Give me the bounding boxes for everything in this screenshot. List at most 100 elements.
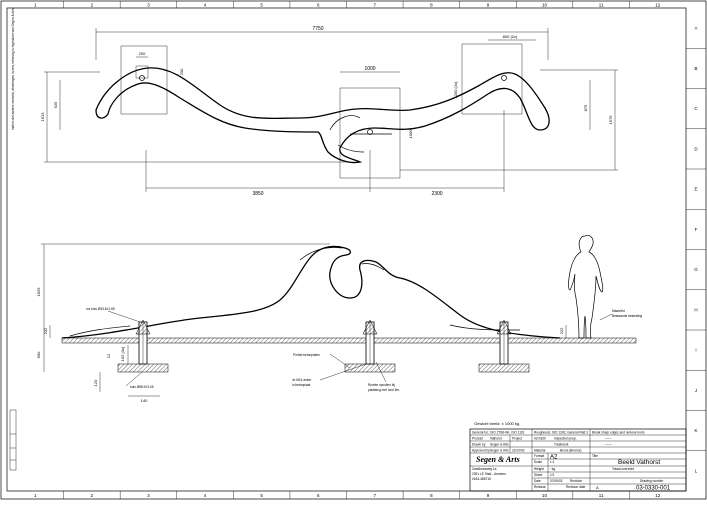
- detail-curve-2: [337, 144, 365, 153]
- left-footing-box: [120, 45, 168, 115]
- label-fill-1: Ruimte opvullen bij: [368, 383, 395, 387]
- row-label: I: [695, 348, 696, 353]
- footing-center: [344, 319, 396, 373]
- tb-treatment-key: Treatment: [554, 443, 569, 447]
- column-label-top: 4: [204, 3, 207, 8]
- column-label-top: 2: [91, 3, 94, 8]
- row-label: B: [694, 66, 697, 71]
- column-label-bottom: 7: [374, 493, 377, 498]
- column-label-top: 1: [34, 3, 37, 8]
- tb-revision-key: Revision: [570, 479, 582, 483]
- tb-company-logo: Segen & Arts: [476, 455, 520, 464]
- tb-address-3: 0184-488716: [472, 477, 491, 481]
- column-label-bottom: 6: [317, 493, 320, 498]
- tb-break-edges: Break sharp edges and remove burrs: [592, 431, 645, 435]
- label-ground-1: Maaiveld: [612, 309, 625, 313]
- tb-general-tol: General tol.: ISO 2768-mK, ISO 1101: [472, 431, 525, 435]
- column-label-bottom: 5: [260, 493, 263, 498]
- tb-sheet-value: 1/1: [550, 473, 555, 477]
- column-label-top: 5: [260, 3, 263, 8]
- side-detail-1: [299, 247, 343, 261]
- tb-approved-key: Approved by: [472, 449, 490, 453]
- dim-bottom-left: 3850: [252, 191, 263, 197]
- tb-drawn-value: Segen & Arts: [490, 443, 509, 447]
- label-anchor-1: 4x M16 anker: [292, 378, 312, 382]
- left-margin-stamp: [9, 409, 17, 471]
- sculpture-outline-side: [61, 245, 561, 339]
- label-concrete: Prefab betonplaten: [293, 353, 320, 357]
- tb-weight-value: ~kg: [550, 467, 555, 471]
- dim-center-side: 1000: [408, 129, 413, 139]
- tb-weight-key: Weight: [534, 467, 544, 471]
- tb-drawn-key: Drawn by: [472, 443, 486, 447]
- column-label-bottom: 9: [487, 493, 490, 498]
- dim-small: 120: [93, 379, 98, 386]
- detail-curve-1: [329, 115, 361, 131]
- row-label: E: [694, 187, 697, 192]
- tb-product-value: Vathorst: [490, 437, 502, 441]
- dim-center-box: 1000: [364, 66, 375, 72]
- dim-right-plinth: 222: [559, 327, 564, 334]
- tb-revision-value: A: [596, 485, 599, 490]
- tb-roughness: Roughness: ISO 1302, General Ra6.3: [534, 431, 588, 435]
- tb-revision-date-key: Revision date: [566, 485, 586, 489]
- dim-small-box: 200: [139, 51, 146, 56]
- dim-side-base: 600: [36, 351, 41, 358]
- column-label-top: 6: [317, 3, 320, 8]
- column-label-top: 7: [374, 3, 377, 8]
- label-fill-2: plaatsing met Icrol f/m.: [368, 388, 400, 392]
- column-label-bottom: 10: [542, 493, 548, 498]
- row-label: A: [694, 26, 697, 31]
- label-ground-2: Bestaande bestrating: [612, 314, 642, 318]
- dim-right-box: 800 (2x): [503, 34, 518, 39]
- top-view: 7750 200 200 1000 1000 800 (2x) 1200 (2x…: [40, 26, 618, 197]
- dim-plate: 140: [141, 398, 148, 403]
- tb-title-key: Title: [592, 454, 598, 458]
- tb-scale-key: Scale: [534, 460, 542, 464]
- column-label-top: 11: [599, 3, 604, 8]
- anchor-center-top: [367, 129, 373, 135]
- dim-right-height: 1575: [608, 115, 613, 125]
- tb-format-key: Format: [534, 454, 544, 458]
- dim-side-height: 1629: [36, 287, 41, 297]
- column-label-top: 8: [430, 3, 433, 8]
- dim-left-plinth: 232: [43, 327, 48, 334]
- row-label: J: [695, 388, 697, 393]
- dim-right-inner: 875: [583, 104, 588, 111]
- dim-small-box-side: 200: [179, 68, 184, 75]
- tb-material-value: Brons (Bronze): [560, 449, 581, 453]
- tb-format-value: A2: [550, 455, 558, 461]
- row-label: F: [695, 227, 698, 232]
- tb-subtitle: Totaal overzicht: [612, 467, 634, 471]
- tb-title-value: Beeld Vathorst: [618, 459, 660, 466]
- tb-address-2: 2391 LE Stad - Ammers: [472, 472, 506, 476]
- label-tube-bottom: buis Ø88.9×3.05: [130, 385, 154, 389]
- inner-frame: [6, 7, 687, 492]
- row-label: H: [694, 307, 697, 312]
- row-label: D: [694, 146, 698, 151]
- tb-project-key: Project: [512, 437, 522, 441]
- row-label: C: [694, 106, 698, 111]
- anchor-left-top: [139, 75, 145, 81]
- tb-product-key: Product: [472, 437, 483, 441]
- side-detail-3: [69, 325, 131, 337]
- column-label-top: 9: [487, 3, 490, 8]
- column-label-bottom: 11: [599, 493, 604, 498]
- row-label: K: [694, 428, 697, 433]
- dim-left-height: 1613: [40, 112, 45, 122]
- tb-sheet-key: Sheet: [534, 473, 542, 477]
- tb-date-value: 07/09/03: [550, 479, 563, 483]
- column-label-top: 12: [655, 3, 661, 8]
- tb-drawing-number: 03-0330-001: [636, 486, 671, 492]
- dim-bottom-right: 2300: [431, 191, 442, 197]
- row-label: G: [694, 267, 698, 272]
- column-label-bottom: 4: [204, 493, 207, 498]
- tb-approved-date: 22/10/03: [512, 449, 525, 453]
- tb-treatment-value: ——: [605, 443, 612, 447]
- ground-slab: [61, 337, 637, 344]
- tb-scale-value: 1:1: [550, 460, 555, 464]
- tb-material-key: Material: [534, 449, 546, 453]
- column-label-bottom: 12: [655, 493, 661, 498]
